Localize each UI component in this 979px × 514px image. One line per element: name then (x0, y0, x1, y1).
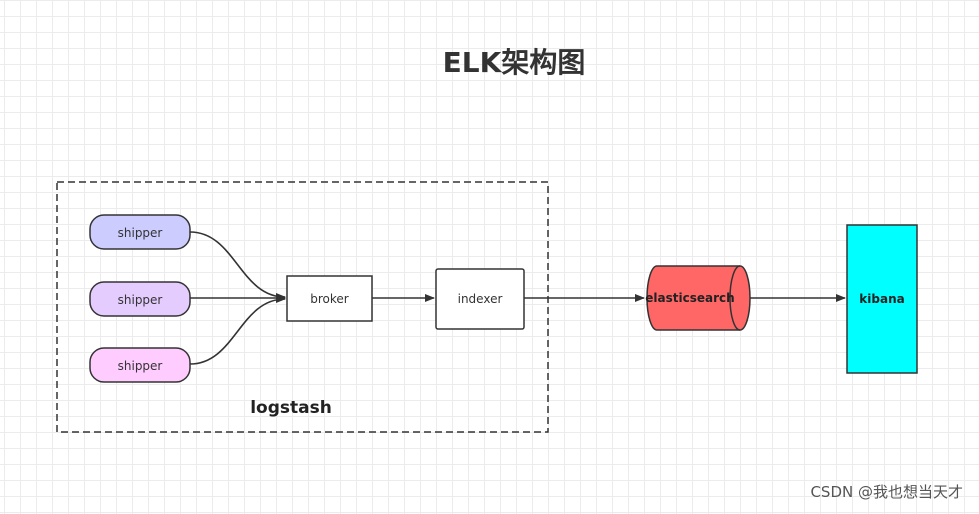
shipper-node-2-label: shipper (118, 293, 163, 307)
elasticsearch-node-cap (729, 265, 741, 331)
shipper-node-3-label: shipper (118, 359, 163, 373)
logstash-group-border (56, 181, 549, 433)
indexer-node-label: indexer (458, 292, 503, 306)
shipper-node-3: shipper (89, 347, 191, 383)
broker-node-shape (286, 275, 373, 322)
kibana-node-label: kibana (859, 292, 904, 306)
broker-node: broker (286, 275, 373, 322)
kibana-node-shape (846, 224, 918, 374)
shipper-node-1: shipper (89, 214, 191, 250)
shipper-node-2-shape (89, 281, 191, 317)
shipper-node-1-shape (89, 214, 191, 250)
logstash-group-label: logstash (250, 398, 332, 418)
broker-node-label: broker (310, 292, 349, 306)
diagram-title: ELK架构图 (443, 46, 586, 79)
edge-shipper1-broker (189, 231, 286, 301)
elasticsearch-node-label: elasticsearch (645, 291, 734, 305)
shipper-node-2: shipper (89, 281, 191, 317)
csdn-watermark: CSDN @我也想当天才 (810, 483, 963, 501)
indexer-node: indexer (435, 268, 525, 330)
elasticsearch-node: elasticsearch (645, 265, 751, 331)
shipper-node-1-label: shipper (118, 226, 163, 240)
indexer-node-shape (435, 268, 525, 330)
edge-shipper3-broker (189, 295, 286, 365)
kibana-node: kibana (846, 224, 918, 374)
shipper-node-3-shape (89, 347, 191, 383)
